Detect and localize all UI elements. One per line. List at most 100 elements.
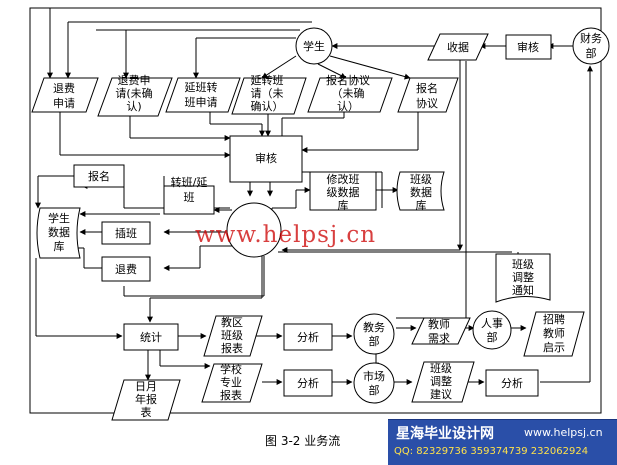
banner-title: 星海毕业设计网 bbox=[396, 426, 494, 442]
transfer-delay-process: 转班/延 班 bbox=[163, 175, 215, 215]
svg-text:班: 班 bbox=[184, 191, 195, 204]
svg-text:确认）: 确认） bbox=[251, 100, 284, 113]
svg-text:数据: 数据 bbox=[48, 225, 70, 239]
svg-text:通知: 通知 bbox=[512, 283, 534, 297]
diagram-outer-border bbox=[29, 7, 602, 414]
svg-text:申请: 申请 bbox=[53, 97, 75, 110]
svg-text:表: 表 bbox=[141, 405, 152, 419]
svg-text:收据: 收据 bbox=[447, 40, 469, 54]
insert-class-process: 插班 bbox=[101, 221, 151, 245]
daily-report-document: 日月 年报 表 bbox=[111, 379, 181, 421]
transfer-request-pending-document: 延转班 请（未 确认） bbox=[231, 73, 307, 115]
svg-text:请（未: 请（未 bbox=[251, 87, 284, 100]
svg-text:报表: 报表 bbox=[220, 388, 242, 402]
analysis-1-process: 分析 bbox=[283, 323, 333, 351]
site-banner: 星海毕业设计网 www.helpsj.cn QQ: 82329736 35937… bbox=[388, 419, 617, 465]
svg-text:部: 部 bbox=[369, 383, 380, 397]
audit-mid-process: 审核 bbox=[229, 135, 303, 183]
svg-text:报名: 报名 bbox=[416, 81, 438, 95]
svg-text:学校: 学校 bbox=[220, 362, 242, 376]
svg-text:库: 库 bbox=[54, 240, 65, 253]
svg-text:协议: 协议 bbox=[416, 96, 438, 110]
enroll-agreement-document: 报名 协议 bbox=[397, 77, 459, 113]
svg-text:转班/延: 转班/延 bbox=[171, 175, 208, 189]
svg-text:审核: 审核 bbox=[517, 40, 539, 54]
svg-text:审核: 审核 bbox=[255, 151, 277, 165]
svg-text:报名协议: 报名协议 bbox=[326, 73, 370, 87]
svg-text:级数据: 级数据 bbox=[327, 185, 360, 199]
svg-text:统计: 统计 bbox=[140, 331, 162, 344]
teacher-demand-document: 教师 需求 bbox=[411, 317, 471, 345]
hr-entity: 人事 部 bbox=[472, 310, 512, 350]
svg-text:班级: 班级 bbox=[512, 258, 534, 271]
finance-entity: 财务 部 bbox=[572, 27, 610, 65]
enroll-agreement-pending-document: 报名协议 （未确 认） bbox=[307, 73, 393, 113]
svg-text:（未确: （未确 bbox=[332, 87, 365, 100]
analysis-2-process: 分析 bbox=[283, 369, 333, 397]
svg-text:分析: 分析 bbox=[297, 330, 319, 344]
student-entity: 学生 bbox=[295, 27, 333, 65]
analysis-3-process: 分析 bbox=[485, 369, 539, 397]
svg-text:财务: 财务 bbox=[580, 31, 602, 45]
refund-request-document: 退费 申请 bbox=[31, 77, 99, 113]
statistics-process: 统计 bbox=[123, 323, 179, 351]
svg-text:招聘: 招聘 bbox=[543, 312, 565, 326]
svg-text:插班: 插班 bbox=[115, 226, 137, 240]
svg-text:认）: 认） bbox=[337, 100, 359, 113]
class-adjust-advice-document: 班级 调整 建议 bbox=[411, 361, 475, 403]
svg-text:部: 部 bbox=[369, 334, 380, 348]
refund-request-pending-document: 退费申 请(未确 认) bbox=[97, 74, 173, 117]
svg-text:部: 部 bbox=[487, 330, 498, 344]
svg-text:年报: 年报 bbox=[135, 392, 157, 406]
svg-text:延转班: 延转班 bbox=[251, 73, 284, 87]
svg-text:退费申: 退费申 bbox=[118, 74, 151, 87]
svg-text:市场: 市场 bbox=[363, 369, 385, 383]
svg-text:专业: 专业 bbox=[220, 375, 242, 389]
recruit-notice-document: 招聘 教师 启示 bbox=[523, 311, 585, 357]
svg-text:学生: 学生 bbox=[48, 211, 70, 225]
svg-text:教务: 教务 bbox=[363, 321, 385, 334]
svg-text:日月: 日月 bbox=[135, 380, 157, 393]
central-hub-circle bbox=[226, 202, 282, 258]
svg-text:数据: 数据 bbox=[410, 185, 432, 199]
svg-text:班申请: 班申请 bbox=[185, 96, 218, 109]
banner-url: www.helpsj.cn bbox=[524, 426, 603, 439]
svg-text:修改班: 修改班 bbox=[327, 172, 360, 186]
svg-text:调整: 调整 bbox=[430, 374, 452, 388]
connector-lines bbox=[35, 8, 602, 385]
collect-fee-document: 收据 bbox=[427, 33, 489, 61]
marketing-entity: 市场 部 bbox=[353, 362, 395, 404]
watermark-text: www.helpsj.cn bbox=[195, 222, 377, 248]
svg-text:班级: 班级 bbox=[430, 362, 452, 375]
svg-text:教区: 教区 bbox=[221, 316, 243, 329]
svg-text:库: 库 bbox=[416, 199, 427, 212]
student-db-store: 学生 数据 库 bbox=[36, 207, 81, 259]
svg-text:需求: 需求 bbox=[428, 332, 450, 345]
svg-text:调整: 调整 bbox=[512, 270, 534, 284]
modify-class-db-process: 修改班 级数据 库 bbox=[309, 171, 377, 212]
svg-text:报表: 报表 bbox=[221, 341, 243, 355]
audit-top-process: 审核 bbox=[505, 34, 552, 60]
banner-qq: QQ: 82329736 359374739 232062924 bbox=[394, 446, 589, 457]
svg-text:库: 库 bbox=[338, 199, 349, 212]
svg-text:建议: 建议 bbox=[430, 387, 452, 401]
svg-text:人事: 人事 bbox=[481, 317, 503, 330]
svg-text:分析: 分析 bbox=[501, 376, 523, 390]
enroll-process: 报名 bbox=[73, 164, 125, 188]
school-major-report-document: 学校 专业 报表 bbox=[201, 362, 263, 403]
svg-text:退费: 退费 bbox=[115, 263, 137, 276]
svg-text:认): 认) bbox=[126, 100, 141, 113]
svg-text:学生: 学生 bbox=[303, 39, 325, 53]
svg-text:部: 部 bbox=[586, 46, 597, 60]
svg-text:教师: 教师 bbox=[543, 327, 565, 340]
svg-text:延班转: 延班转 bbox=[185, 80, 218, 94]
figure-caption: 图 3-2 业务流 bbox=[265, 434, 341, 448]
svg-text:请(未确: 请(未确 bbox=[115, 87, 152, 100]
svg-text:报名: 报名 bbox=[88, 169, 110, 183]
svg-text:班级: 班级 bbox=[410, 173, 432, 186]
class-adjust-notice-document: 班级 调整 通知 bbox=[495, 253, 551, 303]
svg-text:班级: 班级 bbox=[221, 329, 243, 342]
svg-text:退费: 退费 bbox=[53, 82, 75, 95]
class-db-store: 班级 数据 库 bbox=[396, 171, 445, 212]
